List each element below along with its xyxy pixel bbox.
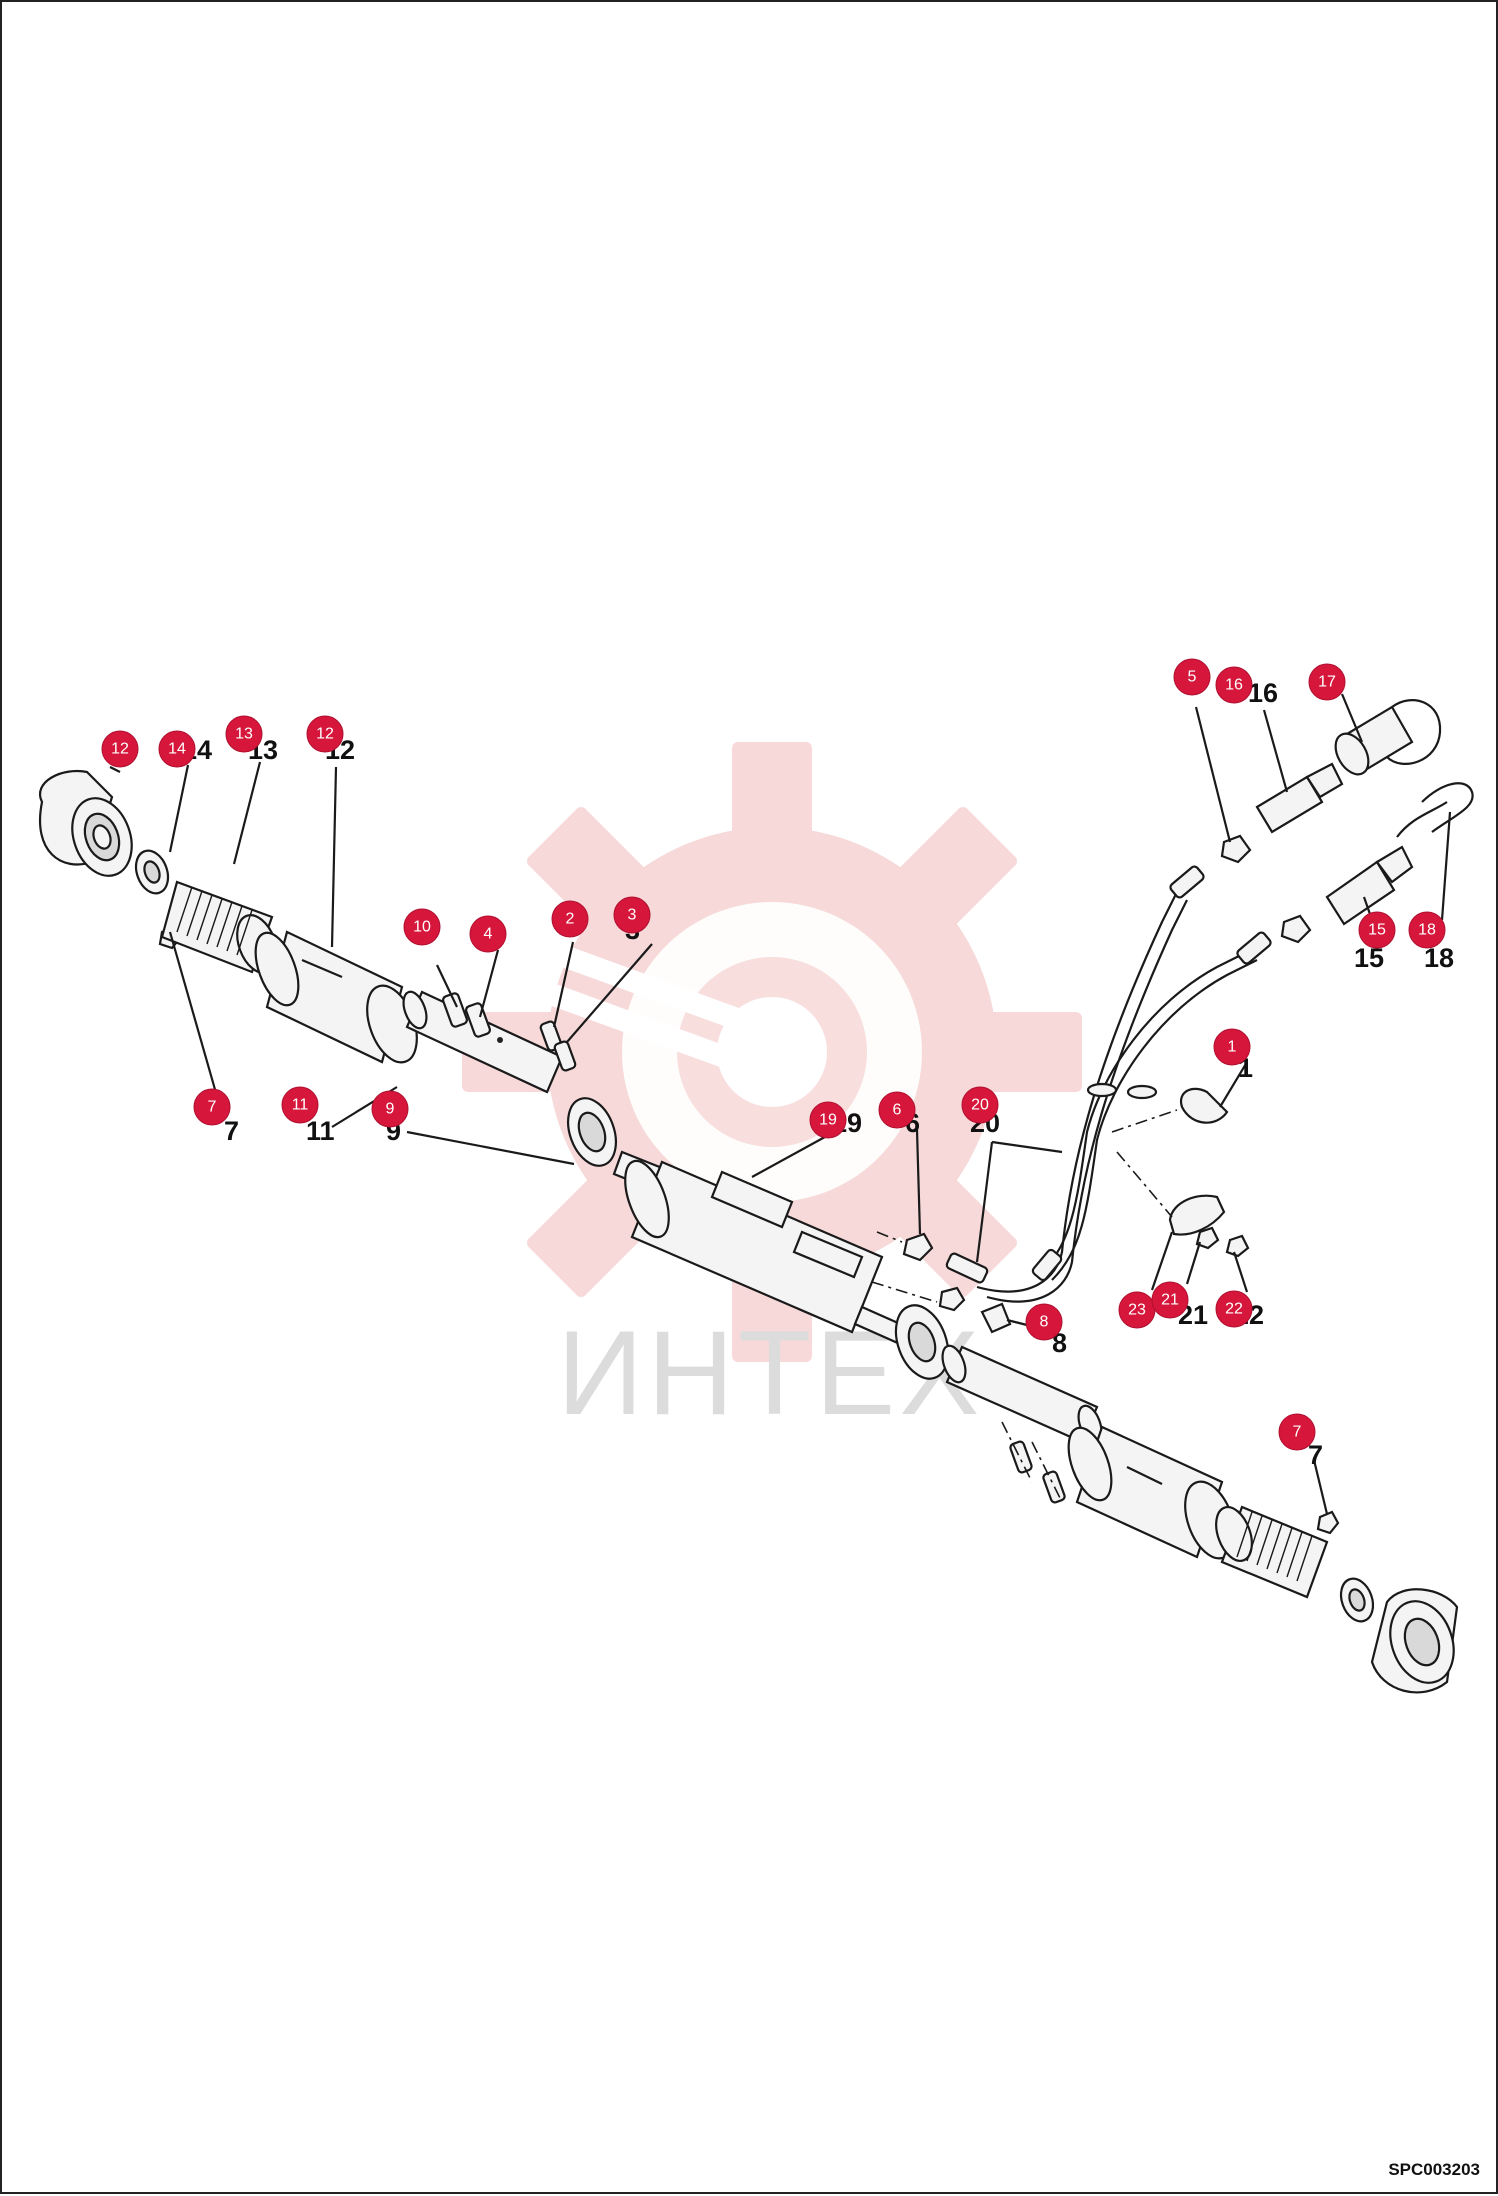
right-outer-tube <box>1067 1425 1236 1560</box>
svg-text:12: 12 <box>316 726 334 743</box>
svg-text:9: 9 <box>386 1101 395 1118</box>
right-washer <box>1339 1577 1375 1623</box>
svg-text:11: 11 <box>292 1097 309 1114</box>
callout-badge-16[interactable]: 16 <box>1215 666 1253 704</box>
callout-badge-10[interactable]: 10 <box>403 908 441 946</box>
callout-badge-17[interactable]: 17 <box>1308 663 1346 701</box>
left-outer-tube <box>254 930 418 1064</box>
callout-badge-9[interactable]: 9 <box>371 1090 409 1128</box>
callout-badge-6[interactable]: 6 <box>878 1091 916 1129</box>
callout-leader-lines <box>109 693 1452 1515</box>
printed-number-7a: 7 <box>224 1116 239 1146</box>
callout-badge-11[interactable]: 11 <box>281 1086 319 1124</box>
callout-badge-8[interactable]: 8 <box>1025 1303 1063 1341</box>
svg-text:23: 23 <box>1128 1302 1146 1319</box>
left-washer <box>134 849 170 895</box>
callout-badge-12b[interactable]: 12 <box>306 715 344 753</box>
svg-text:13: 13 <box>235 726 253 743</box>
callout-badge-20[interactable]: 20 <box>961 1086 999 1124</box>
watermark-gear-logo <box>462 742 1082 1362</box>
svg-text:22: 22 <box>1225 1301 1243 1318</box>
svg-text:2: 2 <box>566 911 575 928</box>
svg-text:15: 15 <box>1368 922 1386 939</box>
right-grease-nipple <box>1316 1510 1340 1535</box>
printed-number-16: 16 <box>1248 678 1278 708</box>
callout-badge-3[interactable]: 3 <box>613 896 651 934</box>
callout-badge-14[interactable]: 14 <box>158 730 196 768</box>
callout-badge-19[interactable]: 19 <box>809 1101 847 1139</box>
callout-badge-4[interactable]: 4 <box>469 915 507 953</box>
callout-badge-7a[interactable]: 7 <box>193 1088 231 1126</box>
hydraulic-hoses <box>976 865 1272 1303</box>
callout-badge-1[interactable]: 1 <box>1213 1028 1251 1066</box>
printed-number-11: 11 <box>306 1116 335 1146</box>
svg-text:7: 7 <box>1293 1424 1302 1441</box>
svg-text:19: 19 <box>819 1112 837 1129</box>
svg-text:5: 5 <box>1188 669 1197 686</box>
callout-badge-18[interactable]: 18 <box>1408 911 1446 949</box>
svg-text:7: 7 <box>208 1099 217 1116</box>
svg-text:10: 10 <box>413 919 431 936</box>
quick-couplings <box>1220 699 1474 944</box>
callout-badge-21[interactable]: 21 <box>1151 1281 1189 1319</box>
svg-text:1: 1 <box>1228 1039 1237 1056</box>
cylinder-fittings <box>871 1231 1012 1334</box>
printed-number-7b: 7 <box>1308 1440 1323 1470</box>
callout-badge-2[interactable]: 2 <box>551 900 589 938</box>
right-small-springs <box>1001 1421 1066 1504</box>
steering-cylinder <box>612 1150 909 1346</box>
svg-text:8: 8 <box>1040 1314 1049 1331</box>
callout-badge-5[interactable]: 5 <box>1173 658 1211 696</box>
printed-callout-numbers: 14 13 12 7 11 9 3 19 6 20 8 16 15 18 1 2… <box>182 678 1454 1470</box>
right-end-cap <box>1370 1588 1459 1694</box>
right-threaded-sleeve <box>1215 1505 1329 1599</box>
callout-badge-13[interactable]: 13 <box>225 715 263 753</box>
left-inner-rod <box>402 990 564 1094</box>
svg-text:21: 21 <box>1161 1292 1179 1309</box>
callout-badge-12a[interactable]: 12 <box>101 730 139 768</box>
svg-text:17: 17 <box>1318 674 1336 691</box>
left-end-cap <box>39 769 133 877</box>
left-gear-ring <box>567 1097 617 1167</box>
callout-badge-23[interactable]: 23 <box>1118 1291 1156 1329</box>
svg-text:12: 12 <box>111 741 129 758</box>
hose-clamps <box>1111 1087 1250 1258</box>
right-gear-ring <box>894 1304 950 1380</box>
svg-text:14: 14 <box>168 741 186 758</box>
callout-badge-15[interactable]: 15 <box>1358 911 1396 949</box>
svg-text:20: 20 <box>971 1097 989 1114</box>
svg-text:6: 6 <box>893 1102 902 1119</box>
svg-text:16: 16 <box>1225 677 1243 694</box>
svg-text:4: 4 <box>484 926 493 943</box>
callout-badge-7b[interactable]: 7 <box>1278 1413 1316 1451</box>
svg-text:3: 3 <box>628 907 637 924</box>
small-springs <box>442 992 577 1072</box>
svg-text:18: 18 <box>1418 922 1436 939</box>
document-code: SPC003203 <box>1388 2160 1480 2179</box>
callout-badge-22[interactable]: 22 <box>1215 1290 1253 1328</box>
callout-badges: 12 14 13 12 10 4 2 3 7 11 9 19 6 20 8 5 … <box>101 658 1446 1451</box>
